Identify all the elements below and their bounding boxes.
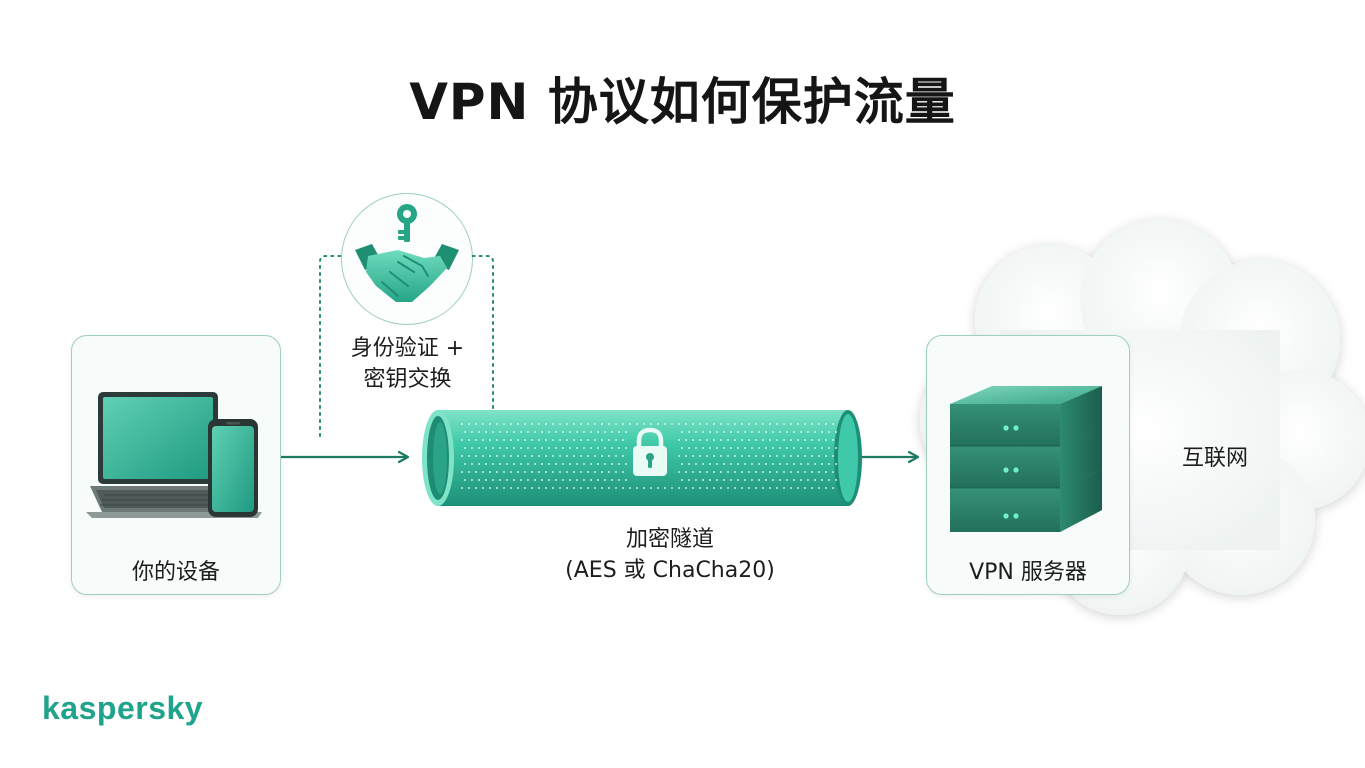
laptop-icon (86, 392, 262, 518)
device-label: 你的设备 (131, 560, 220, 585)
server-icon (950, 386, 1102, 532)
tunnel-data-dots (461, 423, 837, 489)
tunnel-label-line2: (AES 或 ChaCha20) (565, 558, 775, 583)
auth-label: 身份验证 + 密钥交换 (320, 333, 495, 395)
lock-icon (633, 427, 667, 476)
tunnel-label: 加密隧道 (AES 或 ChaCha20) (460, 524, 880, 586)
page-title: VPN 协议如何保护流量 (409, 73, 956, 131)
auth-bracket (319, 255, 494, 437)
internet-label: 互联网 (1181, 446, 1248, 471)
phone-icon (208, 419, 258, 517)
tunnel-label-line1: 加密隧道 (625, 527, 714, 552)
key-icon (397, 204, 417, 242)
kaspersky-logo: kaspersky (42, 690, 204, 726)
auth-label-line2: 密钥交换 (363, 367, 452, 392)
server-label: VPN 服务器 (969, 560, 1087, 585)
auth-label-line1: 身份验证 + (350, 336, 465, 361)
handshake-icon (355, 244, 459, 302)
